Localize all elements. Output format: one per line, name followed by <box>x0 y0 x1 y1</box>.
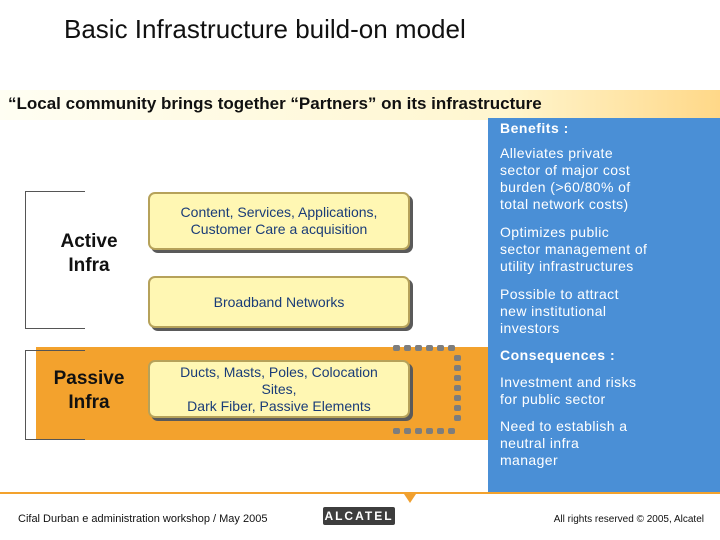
broadband-box-line1: Broadband Networks <box>213 293 345 310</box>
benefits-panel <box>488 118 720 493</box>
footer-event: Cifal Durban e administration workshop /… <box>18 513 268 525</box>
broadband-networks-box: Broadband Networks <box>148 276 410 328</box>
passive-label-line1: Passive <box>53 368 125 389</box>
content-box-line2: Customer Care a acquisition <box>190 221 368 237</box>
passive-box-line1: Ducts, Masts, Poles, Colocation <box>180 363 378 380</box>
passive-bracket-line <box>25 350 26 439</box>
slide-subtitle: “Local community brings together “Partne… <box>8 94 542 113</box>
page-marker-icon <box>404 494 416 503</box>
footer-divider <box>0 492 720 494</box>
benefits-heading: Benefits : <box>500 120 569 136</box>
alcatel-logo: ALCATEL <box>323 507 395 525</box>
passive-infra-label: Passive Infra <box>44 367 134 415</box>
active-bracket-top <box>25 191 85 192</box>
active-label-line1: Active <box>60 231 118 252</box>
footer-copyright: All rights reserved © 2005, Alcatel <box>553 514 704 525</box>
active-label-line2: Infra <box>68 255 110 276</box>
passive-elements-box: Ducts, Masts, Poles, Colocation Sites, D… <box>148 360 410 418</box>
dotted-connector-top <box>393 345 455 351</box>
passive-bracket-top <box>25 350 85 351</box>
dotted-connector-vertical <box>454 355 461 421</box>
active-bracket-line <box>25 191 26 328</box>
passive-box-line2: Sites, <box>261 380 297 397</box>
dotted-connector-bottom <box>393 428 455 434</box>
content-services-box: Content, Services, Applications, Custome… <box>148 192 410 250</box>
consequences-heading: Consequences : <box>500 347 616 363</box>
active-bracket-bottom <box>25 328 85 329</box>
content-box-line1: Content, Services, Applications, <box>180 204 378 220</box>
passive-box-line3: Dark Fiber, Passive Elements <box>187 397 371 414</box>
passive-label-line2: Infra <box>68 392 110 413</box>
active-infra-label: Active Infra <box>44 230 134 278</box>
subtitle-band <box>0 90 720 120</box>
slide-title: Basic Infrastructure build-on model <box>64 14 466 44</box>
passive-bracket-bottom <box>25 439 85 440</box>
